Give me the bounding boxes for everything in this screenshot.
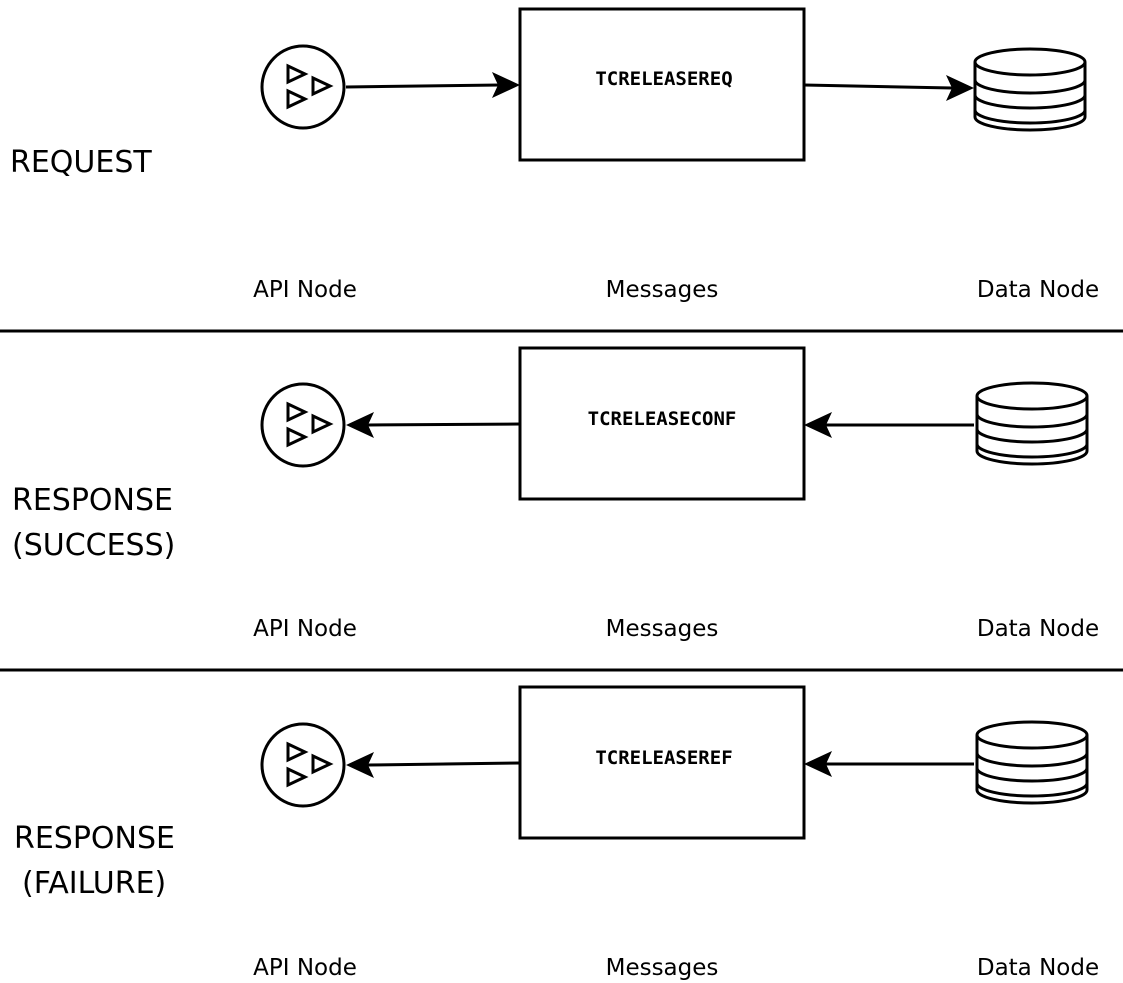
section-response-success: RESPONSE (SUCCESS) TCRELEASECONF API <box>12 346 1099 642</box>
message-label: TCRELEASEREF <box>595 747 732 769</box>
section-title: RESPONSE <box>12 483 173 518</box>
flow-arrow <box>804 412 974 438</box>
data-node-label: Data Node <box>977 616 1099 642</box>
api-node-icon <box>260 44 346 130</box>
flow-arrow <box>346 412 521 438</box>
section-title: (FAILURE) <box>22 866 166 901</box>
messages-label: Messages <box>606 616 719 642</box>
section-title: REQUEST <box>10 145 152 180</box>
section-title: RESPONSE <box>14 821 175 856</box>
database-icon <box>975 381 1089 466</box>
database-icon <box>975 720 1089 805</box>
api-node-label: API Node <box>253 616 357 642</box>
api-node-label: API Node <box>253 277 357 303</box>
message-box <box>518 7 806 162</box>
section-response-failure: RESPONSE (FAILURE) TCRELEASEREF API Node… <box>14 685 1099 981</box>
api-node-label: API Node <box>253 955 357 981</box>
message-label: TCRELEASEREQ <box>595 68 732 90</box>
message-box <box>518 685 806 840</box>
data-node-label: Data Node <box>977 955 1099 981</box>
messages-label: Messages <box>606 955 719 981</box>
data-node-label: Data Node <box>977 277 1099 303</box>
section-request: REQUEST TCRELEASEREQ API <box>10 7 1099 303</box>
flow-arrow <box>345 72 520 98</box>
messages-label: Messages <box>606 277 719 303</box>
flow-arrow <box>804 751 974 777</box>
flow-arrow <box>803 75 974 101</box>
flow-arrow <box>346 752 521 778</box>
message-label: TCRELEASECONF <box>588 408 737 430</box>
database-icon <box>973 47 1087 132</box>
section-title: (SUCCESS) <box>12 528 175 563</box>
api-node-icon <box>260 722 346 808</box>
api-node-icon <box>260 382 346 468</box>
message-box <box>518 346 806 501</box>
